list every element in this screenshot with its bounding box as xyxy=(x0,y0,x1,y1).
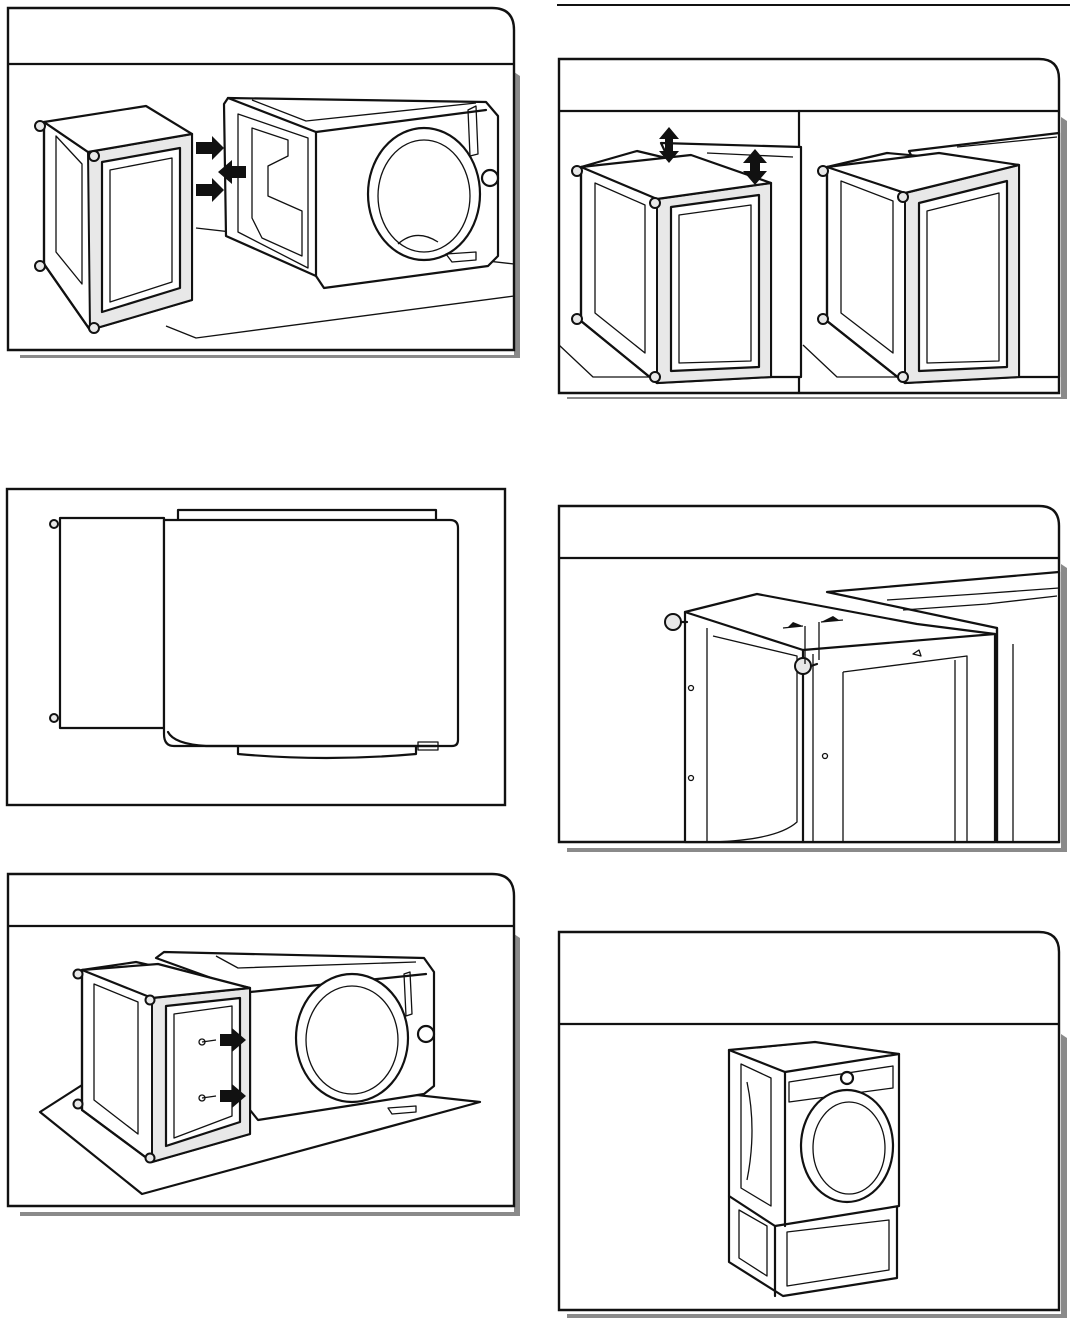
leveling-foot xyxy=(665,614,681,630)
dryer-door xyxy=(801,1090,893,1202)
figure-adjust-leveling xyxy=(557,57,1067,399)
dryer-on-pedestal xyxy=(729,1042,899,1296)
pedestal-top-view xyxy=(60,518,164,728)
figure-attach-screws xyxy=(6,872,520,1216)
illustration-pedestal-beside-dryer xyxy=(6,6,520,356)
illustration-gap-between-pedestal-and-dryer xyxy=(557,504,1067,852)
figure-top-view xyxy=(6,488,508,808)
illustration-leveling-two-views xyxy=(557,57,1067,399)
illustration-top-view-alignment xyxy=(6,488,508,808)
illustration-dryer-on-pedestal xyxy=(557,930,1067,1318)
leveling-foot xyxy=(795,658,811,674)
dryer-door xyxy=(368,128,480,260)
figure-gap-detail xyxy=(557,504,1067,852)
dryer-top-view xyxy=(164,520,458,746)
figure-align-pedestal xyxy=(6,6,520,356)
illustration-pedestal-screws-installed xyxy=(6,872,520,1216)
dryer-door xyxy=(296,974,408,1102)
top-rule xyxy=(557,4,1070,6)
figure-finished-install xyxy=(557,930,1067,1318)
